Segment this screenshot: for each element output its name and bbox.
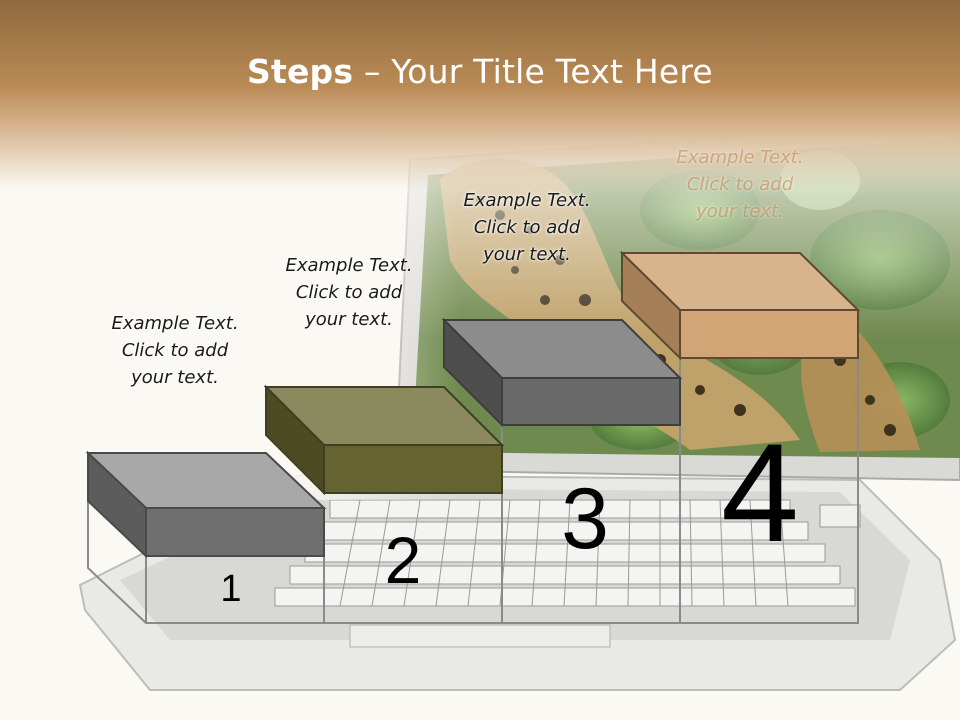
step-3-number: 3: [561, 471, 609, 567]
step-2-number: 2: [384, 523, 422, 597]
slide-title[interactable]: Steps – Your Title Text Here: [0, 52, 960, 91]
step-4-line-2: Click to add: [686, 174, 794, 195]
step-1-box[interactable]: [85, 450, 327, 559]
step-2-line-2: Click to add: [295, 282, 403, 303]
title-bold: Steps: [247, 52, 354, 91]
step-2-box[interactable]: [263, 384, 505, 496]
step-3-line-3: your text.: [483, 244, 571, 265]
step-2-line-3: your text.: [305, 309, 393, 330]
title-band: [0, 0, 960, 190]
step-2-label[interactable]: Example Text. Click to add your text.: [259, 252, 439, 333]
step-4-label[interactable]: Example Text. Click to add your text.: [650, 144, 830, 225]
step-3-line-2: Click to add: [473, 217, 581, 238]
title-rest: – Your Title Text Here: [353, 52, 713, 91]
step-3-line-1: Example Text.: [463, 190, 591, 211]
step-1-number: 1: [220, 568, 242, 610]
step-4-line-1: Example Text.: [676, 147, 804, 168]
step-4-line-3: your text.: [696, 201, 784, 222]
step-3-box[interactable]: [441, 317, 683, 428]
step-4-box[interactable]: [619, 250, 861, 361]
step-4-number: 4: [721, 414, 799, 571]
step-1-line-3: your text.: [131, 367, 219, 388]
step-1-line-1: Example Text.: [111, 313, 239, 334]
step-1-line-2: Click to add: [121, 340, 229, 361]
step-1-label[interactable]: Example Text. Click to add your text.: [85, 310, 265, 391]
step-3-label[interactable]: Example Text. Click to add your text.: [437, 187, 617, 268]
step-2-line-1: Example Text.: [285, 255, 413, 276]
